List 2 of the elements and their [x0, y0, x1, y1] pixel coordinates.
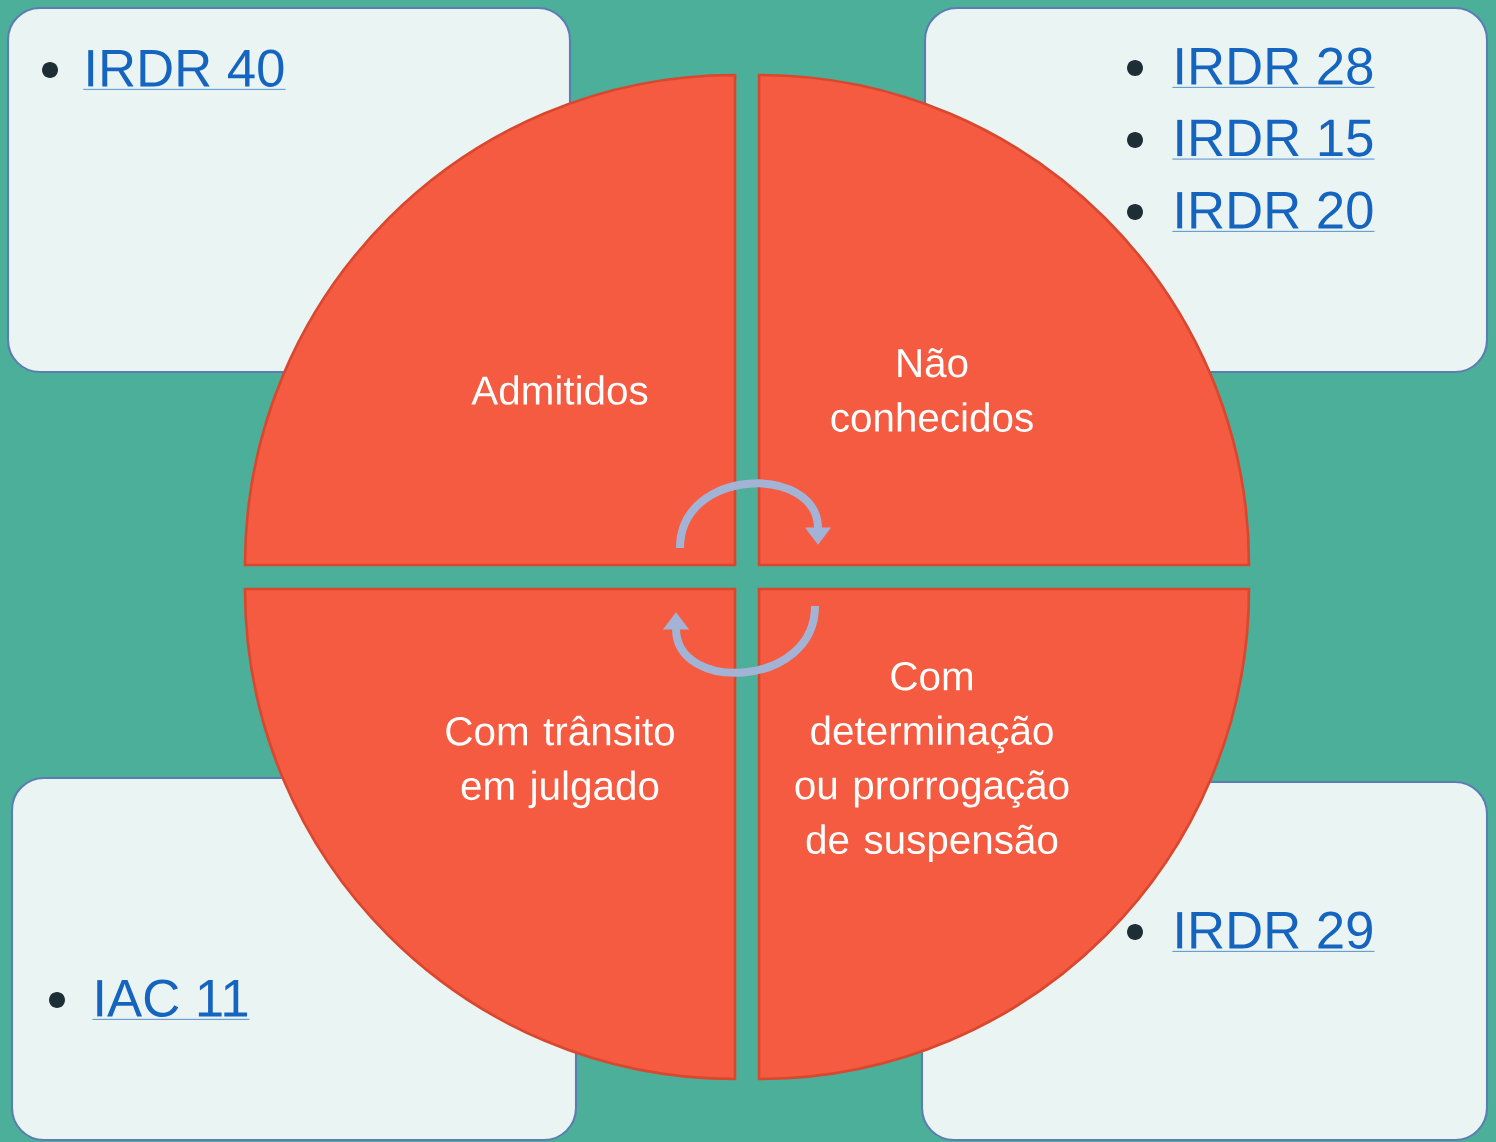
curved-arrow: [662, 605, 819, 677]
curved-arrow: [676, 479, 832, 549]
